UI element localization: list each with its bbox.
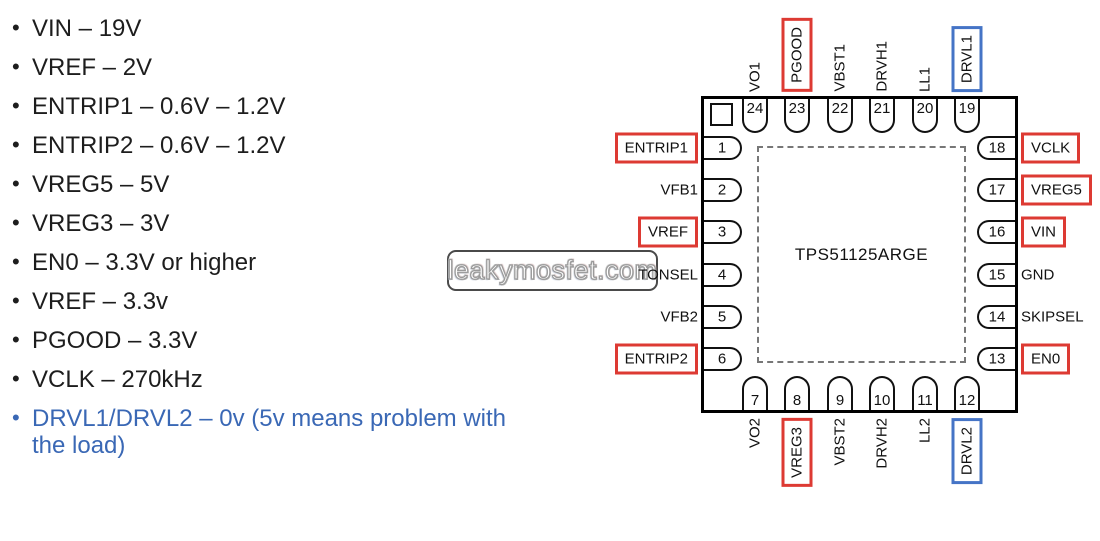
pin-label-vreg3: VREG3 bbox=[781, 418, 813, 487]
pin-label-vclk: VCLK bbox=[1021, 132, 1081, 164]
pin-6: 6 bbox=[704, 347, 742, 371]
bullet-item-10: VCLK – 270kHz bbox=[10, 365, 510, 393]
pin-label-entrip1: ENTRIP1 bbox=[614, 132, 698, 164]
pin-number-19: 19 bbox=[958, 100, 976, 117]
pin-10: 10 bbox=[869, 376, 895, 410]
pin-number-4: 4 bbox=[717, 266, 727, 284]
pin-14: 14 bbox=[977, 305, 1015, 329]
chip-name: TPS51125ARGE bbox=[794, 244, 929, 264]
pin-label-drvh1: DRVH1 bbox=[873, 41, 891, 92]
bullet-item-6: VREG3 – 3V bbox=[10, 209, 510, 237]
pin-2: 2 bbox=[704, 178, 742, 202]
thermal-pad: TPS51125ARGE bbox=[757, 146, 966, 363]
pin-number-17: 17 bbox=[988, 181, 1006, 199]
pin-number-20: 20 bbox=[916, 100, 934, 117]
pin-number-21: 21 bbox=[873, 100, 891, 117]
pin-label-gnd: GND bbox=[1021, 266, 1055, 284]
pin-number-15: 15 bbox=[988, 266, 1006, 284]
pin-number-8: 8 bbox=[792, 392, 802, 409]
pin-label-vref: VREF bbox=[637, 216, 698, 248]
pin-label-vbst2: VBST2 bbox=[831, 418, 849, 466]
pin-label-entrip2: ENTRIP2 bbox=[614, 343, 698, 375]
pin-number-14: 14 bbox=[988, 308, 1006, 326]
pin-3: 3 bbox=[704, 220, 742, 244]
bullet-item-5: VREG5 – 5V bbox=[10, 170, 510, 198]
pin-label-vreg5: VREG5 bbox=[1021, 174, 1092, 206]
pin-label-vfb2: VFB2 bbox=[660, 308, 698, 326]
pin-label-ll2: LL2 bbox=[916, 418, 934, 444]
pin-label-vin: VIN bbox=[1021, 216, 1067, 248]
pin-label-drvl1: DRVL1 bbox=[951, 25, 983, 92]
bullet-item-1: VIN – 19V bbox=[10, 14, 510, 42]
pin-24: 24 bbox=[742, 99, 768, 133]
pin-15: 15 bbox=[977, 263, 1015, 287]
pin-number-5: 5 bbox=[717, 308, 727, 326]
pin-label-vbst1: VBST1 bbox=[831, 44, 849, 92]
pin-number-16: 16 bbox=[988, 223, 1006, 241]
pin-18: 18 bbox=[977, 136, 1015, 160]
pin-12: 12 bbox=[954, 376, 980, 410]
pin-label-vo2: VO2 bbox=[746, 418, 764, 449]
bullet-item-9: PGOOD – 3.3V bbox=[10, 326, 510, 354]
pin-label-skipsel: SKIPSEL bbox=[1021, 308, 1084, 326]
pin-number-2: 2 bbox=[717, 181, 727, 199]
pin-9: 9 bbox=[827, 376, 853, 410]
pin-number-13: 13 bbox=[988, 350, 1006, 368]
pin-7: 7 bbox=[742, 376, 768, 410]
pin-label-en0: EN0 bbox=[1021, 343, 1071, 375]
pin-1: 1 bbox=[704, 136, 742, 160]
pin-number-3: 3 bbox=[717, 223, 727, 241]
pin-16: 16 bbox=[977, 220, 1015, 244]
pin-label-vo1: VO1 bbox=[746, 61, 764, 92]
pin-label-drvh2: DRVH2 bbox=[873, 418, 891, 469]
pin-number-6: 6 bbox=[717, 350, 727, 368]
pin-21: 21 bbox=[869, 99, 895, 133]
pin1-marker bbox=[710, 103, 733, 126]
pin-label-drvl2: DRVL2 bbox=[951, 418, 983, 485]
pin-label-pgood: PGOOD bbox=[781, 18, 813, 92]
pin-number-11: 11 bbox=[917, 392, 933, 409]
bullet-item-2: VREF – 2V bbox=[10, 53, 510, 81]
pin-23: 23 bbox=[784, 99, 810, 133]
pin-20: 20 bbox=[912, 99, 938, 133]
bullet-item-4: ENTRIP2 – 0.6V – 1.2V bbox=[10, 131, 510, 159]
pin-number-10: 10 bbox=[873, 392, 891, 409]
pin-5: 5 bbox=[704, 305, 742, 329]
pin-label-ll1: LL1 bbox=[916, 66, 934, 92]
voltage-notes-list: VIN – 19V VREF – 2V ENTRIP1 – 0.6V – 1.2V E… bbox=[10, 14, 510, 471]
pin-label-vfb1: VFB1 bbox=[660, 181, 698, 199]
bullet-item-8: VREF – 3.3v bbox=[10, 287, 510, 315]
pin-22: 22 bbox=[827, 99, 853, 133]
pin-number-9: 9 bbox=[835, 392, 845, 409]
pin-number-1: 1 bbox=[717, 139, 727, 157]
pin-number-7: 7 bbox=[750, 392, 760, 409]
pin-19: 19 bbox=[954, 99, 980, 133]
pin-number-12: 12 bbox=[958, 392, 976, 409]
pin-number-18: 18 bbox=[988, 139, 1006, 157]
bullet-item-7: EN0 – 3.3V or higher bbox=[10, 248, 510, 276]
pin-number-22: 22 bbox=[831, 100, 849, 117]
pin-number-23: 23 bbox=[788, 100, 806, 117]
pin-13: 13 bbox=[977, 347, 1015, 371]
pin-8: 8 bbox=[784, 376, 810, 410]
pin-11: 11 bbox=[912, 376, 938, 410]
pin-number-24: 24 bbox=[746, 100, 764, 117]
pin-label-tonsel: TONSEL bbox=[638, 266, 698, 284]
pin-4: 4 bbox=[704, 263, 742, 287]
watermark: leakymosfet.com bbox=[447, 250, 658, 291]
pin-17: 17 bbox=[977, 178, 1015, 202]
bullet-item-11: DRVL1/DRVL2 – 0v (5v means problem with … bbox=[10, 404, 510, 459]
watermark-text: leakymosfet.com bbox=[447, 254, 658, 285]
bullet-item-3: ENTRIP1 – 0.6V – 1.2V bbox=[10, 92, 510, 120]
